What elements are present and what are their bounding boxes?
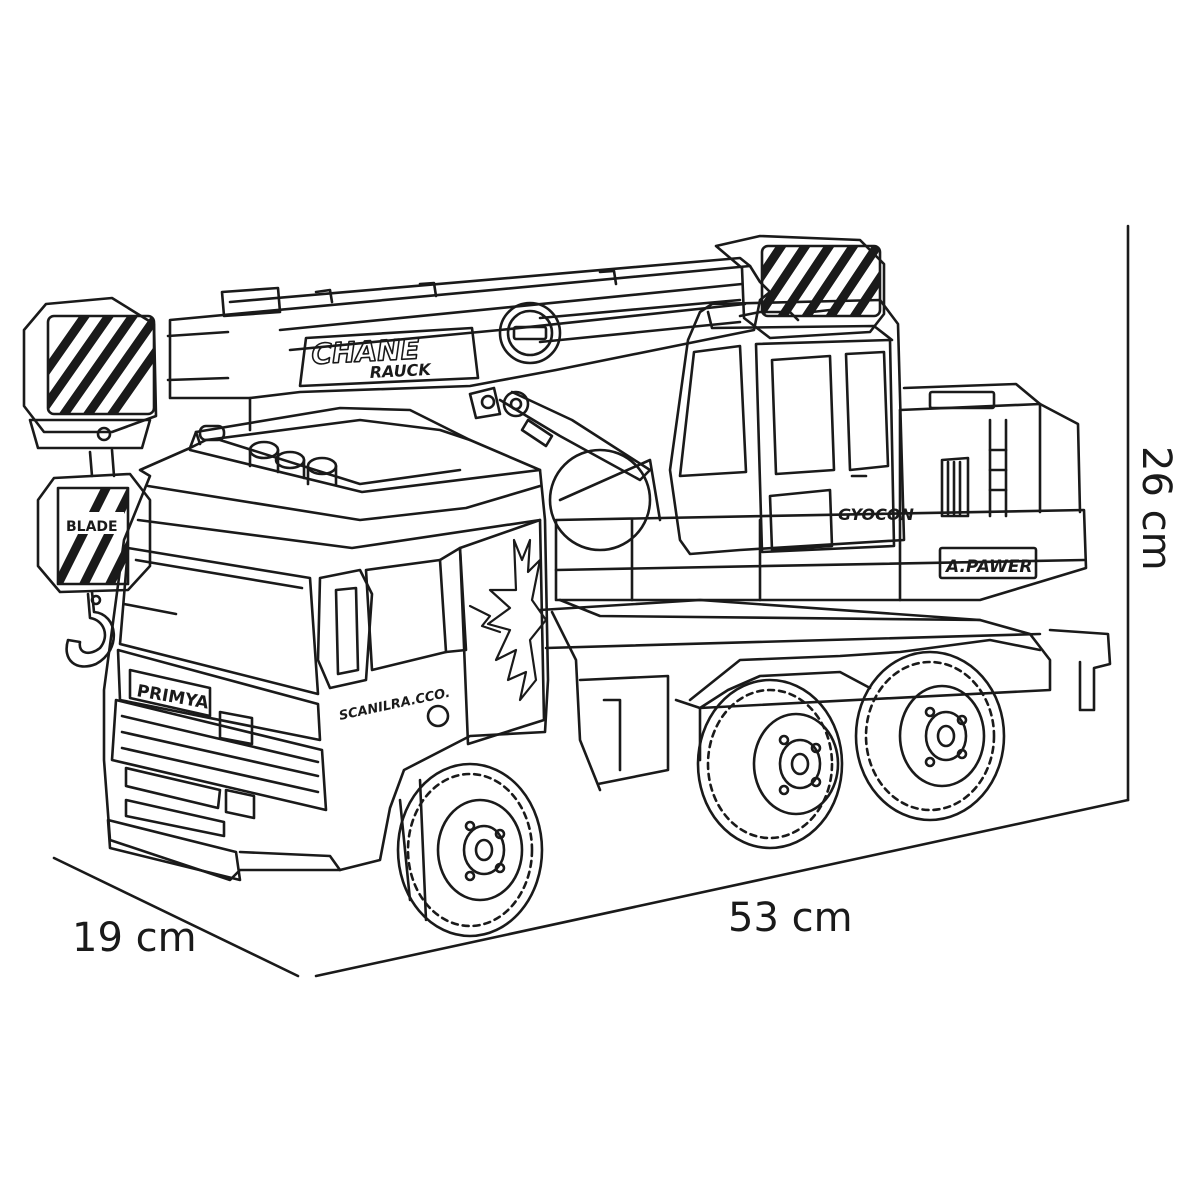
front-wheel <box>396 762 544 938</box>
wheel-arch <box>688 638 1042 702</box>
left-boom-head <box>22 296 158 450</box>
height-dimension-label: 26 cm <box>1133 446 1179 571</box>
hydraulic-cylinder <box>468 386 652 482</box>
hook-block-decal: BLADE <box>66 519 118 535</box>
operator-cab-logo: GYOCON <box>838 505 914 524</box>
length-dimension-label: 53 cm <box>728 895 853 941</box>
platform-plate: A.PAWER <box>944 557 1033 577</box>
boom-decal-line2: RAUCK <box>369 360 433 382</box>
door-emblem <box>426 704 450 728</box>
door-flame-graphic <box>468 538 548 702</box>
boom-pivot-ring <box>498 301 562 365</box>
operator-cab-window-left <box>770 354 836 476</box>
crane-platform <box>554 508 1088 622</box>
right-boom-head <box>714 234 886 340</box>
operator-cab-window-front <box>678 344 748 478</box>
hook-assembly <box>36 448 152 668</box>
windshield <box>118 546 320 696</box>
grille-badge-frame <box>128 668 212 718</box>
door-decal: SCANILRA.CCO. <box>338 686 452 724</box>
crane-boom <box>166 256 772 432</box>
turret-housing <box>548 382 1082 552</box>
operator-cab <box>668 298 906 556</box>
length-dimension-line <box>314 798 1130 978</box>
truck-cab <box>102 406 550 882</box>
rear-wheel-1 <box>696 678 844 850</box>
operator-cab-window-right <box>844 350 890 472</box>
truck-chassis <box>538 598 1112 792</box>
boom-decal-line1: CHANE <box>311 332 421 371</box>
rear-wheel-2 <box>854 650 1006 822</box>
depth-dimension-line <box>52 856 300 978</box>
depth-dimension-label: 19 cm <box>72 915 197 961</box>
dimension-lines <box>52 224 1130 978</box>
side-window <box>364 558 448 672</box>
